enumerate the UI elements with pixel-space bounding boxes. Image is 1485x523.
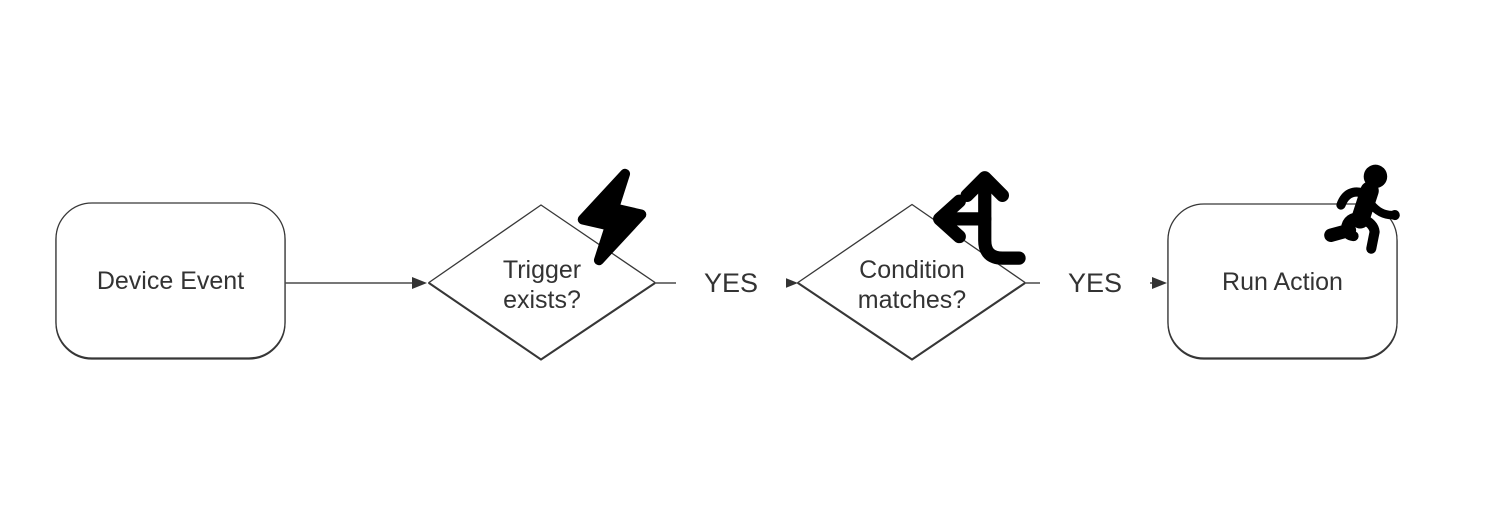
edge-device-to-trigger-arrowhead	[412, 277, 427, 289]
node-run-action-shape	[1167, 203, 1398, 359]
directions-fork-icon	[933, 171, 1026, 265]
edge-label-yes-2: YES	[1040, 255, 1150, 311]
node-device-event-shape	[55, 202, 286, 359]
edge-trigger-to-condition-arrowhead	[783, 277, 798, 289]
edge-condition-to-run-arrowhead	[1152, 277, 1167, 289]
edge-label-yes-1: YES	[676, 255, 786, 311]
shape-layer	[55, 202, 1398, 360]
running-person-icon	[1324, 164, 1400, 254]
node-condition-matches-label: Condition matches?	[857, 256, 967, 314]
node-run-action-label: Run Action	[1222, 267, 1343, 296]
node-trigger-exists-shape	[427, 204, 657, 360]
icon-layer	[577, 164, 1400, 266]
node-trigger-exists-label: Trigger exists?	[502, 256, 582, 314]
node-device-event-label: Device Event	[96, 267, 245, 295]
lightning-bolt-icon	[577, 168, 647, 266]
